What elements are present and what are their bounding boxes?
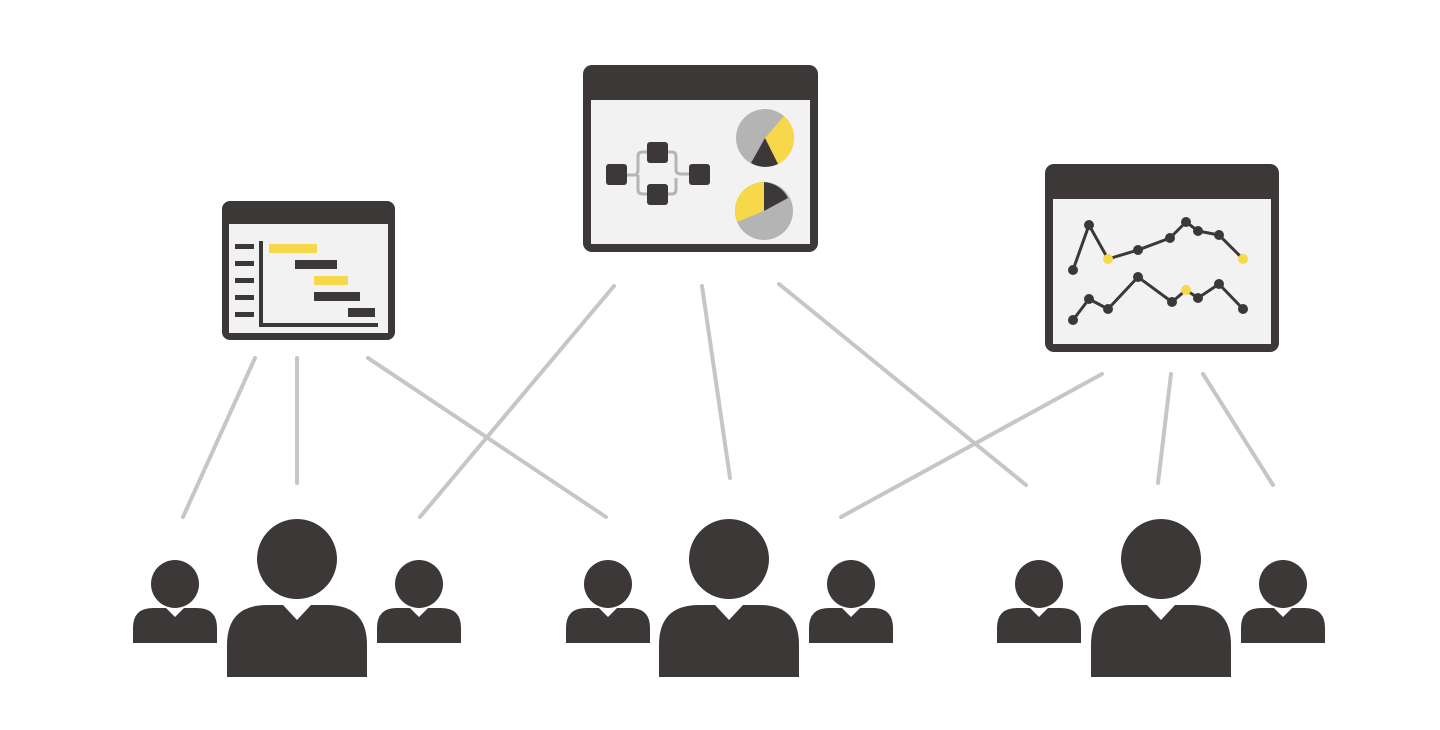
group-left — [133, 519, 461, 677]
group-center — [566, 519, 893, 677]
connector-flow-pie-group-left — [418, 284, 616, 519]
person-icon — [377, 560, 461, 643]
user-group-icon — [133, 519, 461, 677]
line-chart-icon — [1068, 217, 1248, 325]
window-gantt — [222, 201, 395, 340]
connector-flow-pie-group-right — [777, 282, 1028, 487]
person-icon — [809, 560, 893, 643]
pie-chart-bottom — [734, 181, 793, 240]
connectors — [181, 282, 1275, 519]
person-icon — [227, 519, 367, 677]
connector-line-group-right-b — [1201, 372, 1275, 487]
person-icon — [133, 560, 217, 643]
connector-line-group-right-a — [1156, 372, 1173, 485]
person-icon — [997, 560, 1081, 643]
person-icon — [1241, 560, 1325, 643]
group-right — [997, 519, 1325, 677]
person-icon — [566, 560, 650, 643]
connector-line-group-center — [839, 372, 1104, 519]
person-icon — [659, 519, 799, 677]
person-icon — [1091, 519, 1231, 677]
connector-flow-pie-group-center — [700, 284, 732, 480]
pie-chart-top — [736, 109, 795, 167]
flowchart-pie-chart-icon — [606, 109, 795, 240]
gantt-chart-icon — [235, 241, 378, 327]
user-group-icon — [997, 519, 1325, 677]
window-line — [1045, 164, 1279, 352]
window-flow-pie — [583, 65, 818, 252]
connector-gantt-group-left-a — [181, 356, 257, 519]
user-group-icon — [566, 519, 893, 677]
